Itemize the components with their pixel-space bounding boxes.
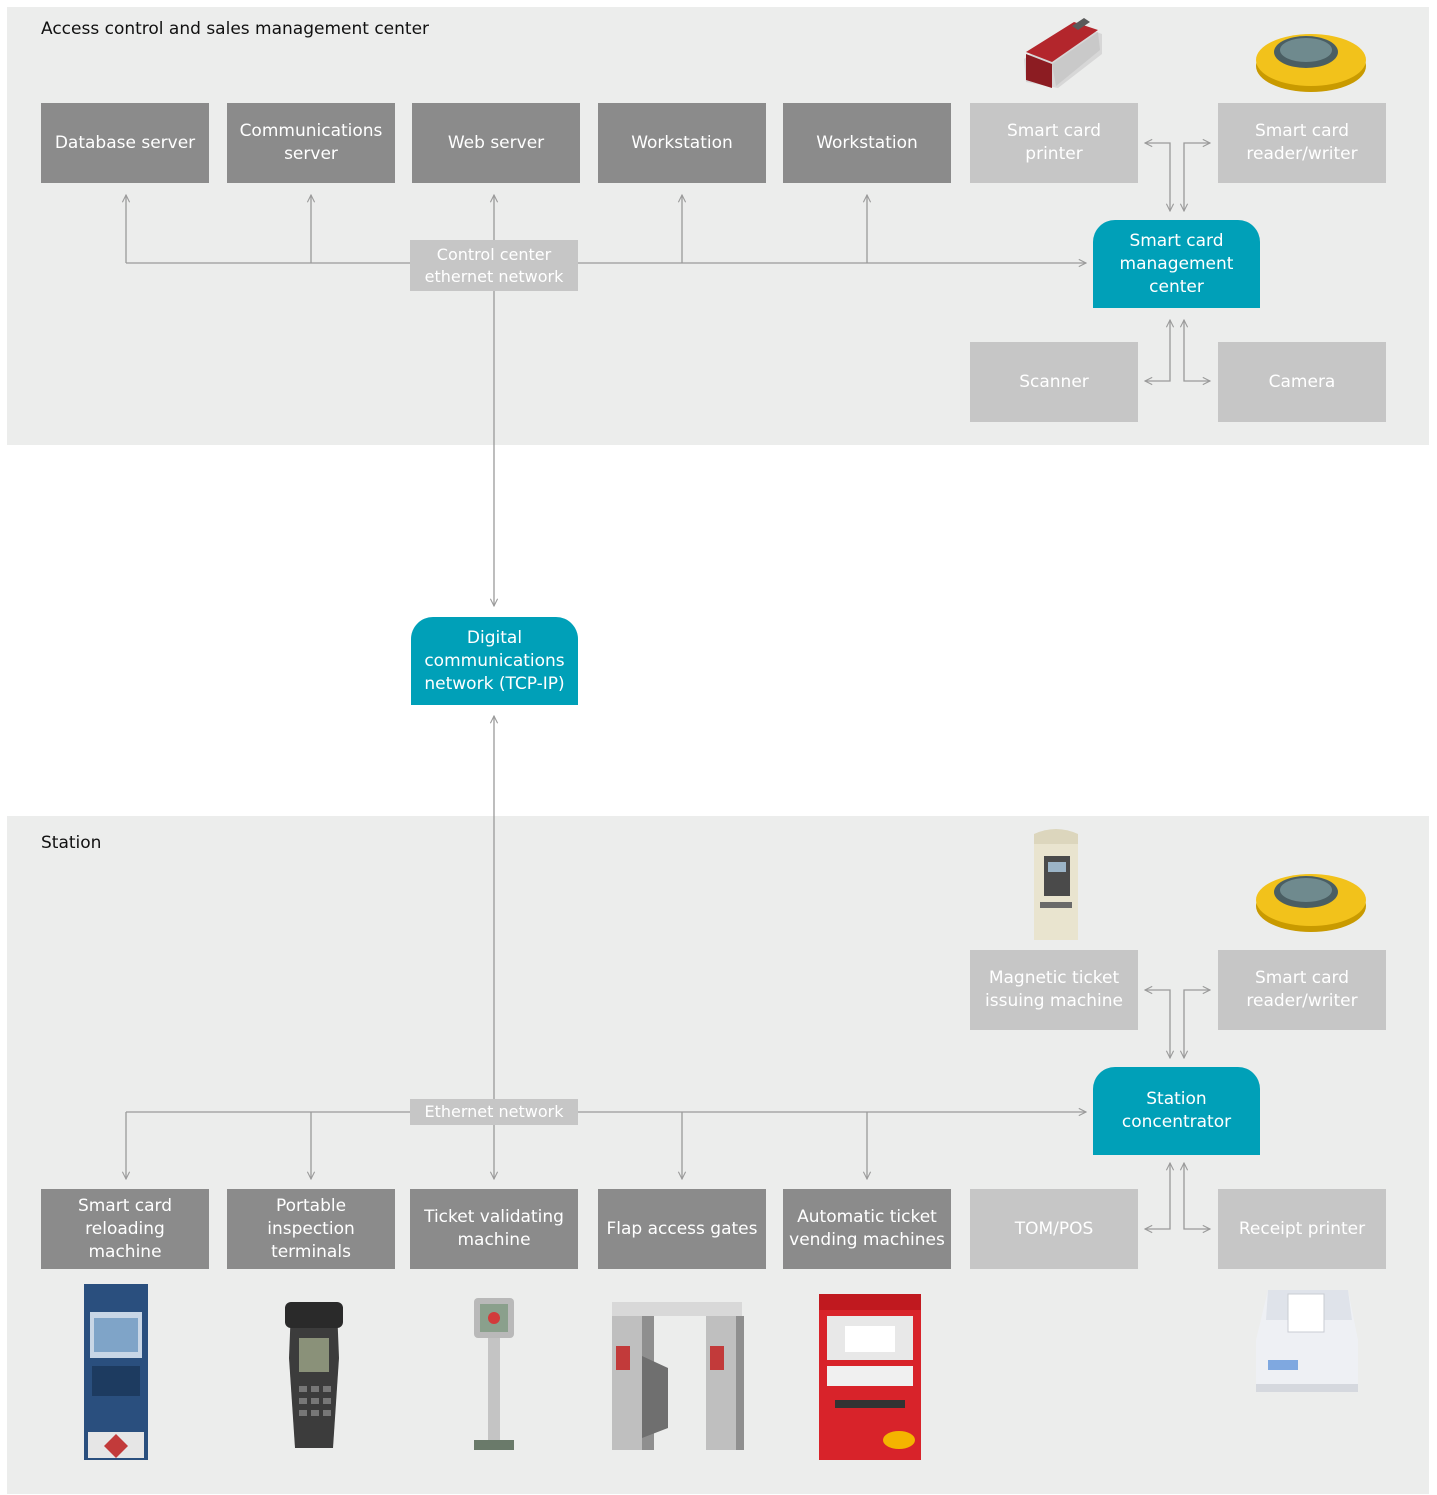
station-concentrator-node: Station concentrator [1093, 1067, 1260, 1155]
automatic-ticket-vending-box: Automatic ticket vending machines [783, 1189, 951, 1269]
magnetic-ticket-machine-box: Magnetic ticket issuing machine [970, 950, 1138, 1030]
flap-access-gates-box: Flap access gates [598, 1189, 766, 1269]
magnetic-ticket-machine-image [1034, 829, 1078, 940]
validating-machine-image [474, 1298, 514, 1450]
camera-box: Camera [1218, 342, 1386, 422]
control-center-title: Access control and sales management cent… [41, 19, 430, 39]
station-smart-card-reader-writer-box: Smart card reader/writer [1218, 950, 1386, 1030]
receipt-printer-box: Receipt printer [1218, 1189, 1386, 1269]
smart-card-reader-writer-box: Smart card reader/writer [1218, 103, 1386, 183]
card-printer-image [1024, 18, 1102, 88]
flap-gates-image [612, 1302, 744, 1450]
control-center-network-label: Control center ethernet network [410, 240, 578, 291]
digital-communications-network-node: Digital communications network (TCP-IP) [411, 617, 578, 705]
database-server-box: Database server [41, 103, 209, 183]
receipt-printer-image [1256, 1290, 1358, 1392]
ethernet-network-label: Ethernet network [410, 1099, 578, 1125]
vending-machine-image [819, 1294, 921, 1460]
smart-card-printer-box: Smart card printer [970, 103, 1138, 183]
portable-terminal-image [285, 1302, 343, 1448]
ticket-validating-box: Ticket validating machine [410, 1189, 578, 1269]
smart-card-management-center-node: Smart card management center [1093, 220, 1260, 308]
workstation-box-2: Workstation [783, 103, 951, 183]
card-reader-image [1256, 34, 1366, 92]
smart-card-reloading-box: Smart card reloading machine [41, 1189, 209, 1269]
communications-server-box: Communications server [227, 103, 395, 183]
web-server-box: Web server [412, 103, 580, 183]
reloading-machine-image [84, 1284, 148, 1460]
workstation-box-1: Workstation [598, 103, 766, 183]
scanner-box: Scanner [970, 342, 1138, 422]
station-title: Station [41, 833, 102, 853]
tom-pos-box: TOM/POS [970, 1189, 1138, 1269]
portable-inspection-box: Portable inspection terminals [227, 1189, 395, 1269]
station-card-reader-image [1256, 874, 1366, 932]
